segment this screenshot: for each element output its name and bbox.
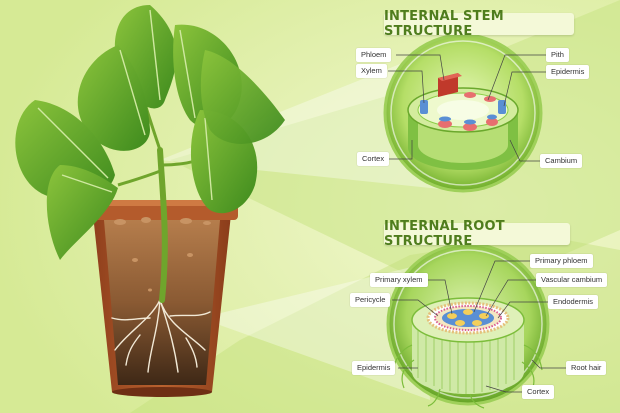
stem-structure-title: INTERNAL STEM STRUCTURE	[384, 9, 574, 39]
label-stem-epidermis: Epidermis	[546, 65, 590, 79]
plant-stem	[157, 147, 168, 303]
label-endodermis: Endodermis	[548, 295, 599, 309]
label-primary-phloem: Primary phloem	[530, 254, 593, 268]
label-root-epidermis: Epidermis	[352, 361, 396, 375]
label-stem-cortex: Cortex	[357, 152, 390, 166]
leaf-stalk	[117, 168, 164, 187]
label-root-hair: Root hair	[566, 361, 607, 375]
label-root-cortex: Cortex	[522, 385, 555, 399]
label-phloem: Phloem	[356, 48, 392, 62]
label-pith: Pith	[546, 48, 569, 62]
root-structure-title: INTERNAL ROOT STRUCTURE	[384, 219, 570, 249]
label-vascular-cambium: Vascular cambium	[536, 273, 608, 287]
plant-roots	[111, 299, 211, 373]
label-xylem: Xylem	[356, 64, 387, 78]
soil-pebbles	[114, 217, 211, 292]
label-primary-xylem: Primary xylem	[370, 273, 428, 287]
stem-cross-section	[383, 33, 543, 193]
plant-leaves	[15, 5, 285, 260]
root-cross-section	[386, 242, 550, 409]
leader-lines	[388, 54, 566, 393]
label-cambium: Cambium	[540, 154, 583, 168]
label-pericycle: Pericycle	[350, 293, 391, 307]
